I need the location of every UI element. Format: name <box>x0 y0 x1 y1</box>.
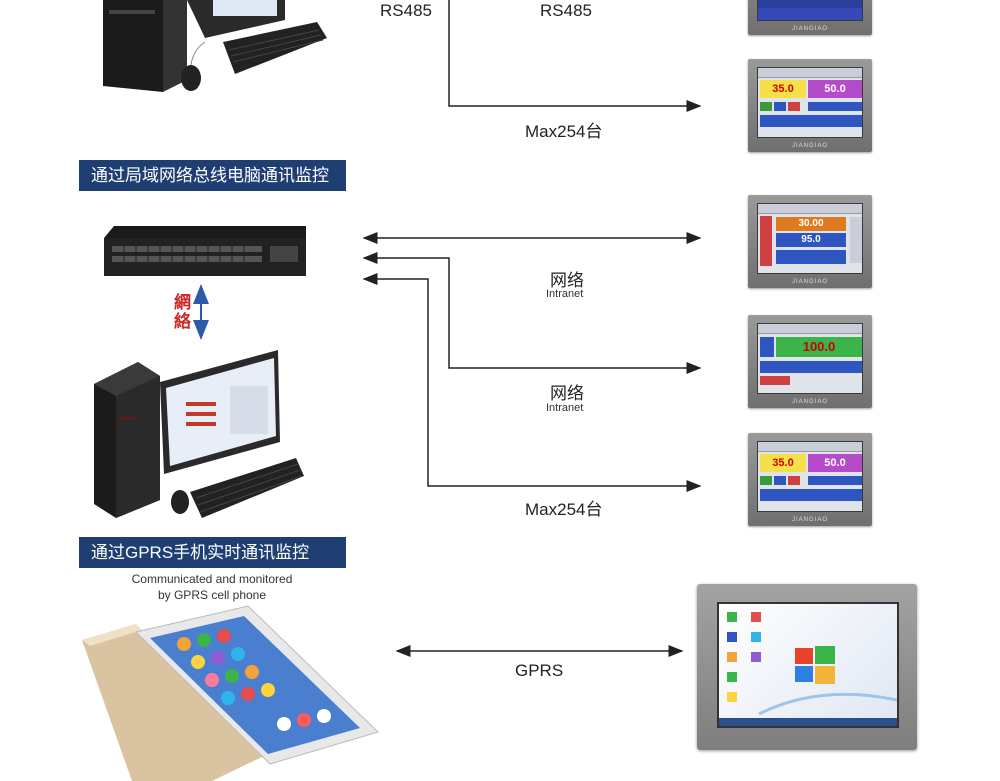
svg-text:lenovo: lenovo <box>120 416 135 422</box>
panel-main-value: 100.0 <box>776 337 862 357</box>
panel-brand: JIANGIAO <box>791 517 828 523</box>
panel-brand: JIANGIAO <box>791 26 828 32</box>
panel-brand: JIANGIAO <box>791 143 828 149</box>
gprs-label: GPRS <box>515 661 564 680</box>
gprs-caption-line2: by GPRS cell phone <box>157 588 267 602</box>
windows-desktop <box>719 612 898 726</box>
panel-brand: JIANGIAO <box>791 399 828 405</box>
desktop-computer-lan: lenovo <box>94 350 304 518</box>
intranet-label-2-cn: 网络 <box>550 384 584 403</box>
gprs-banner: 通过GPRS手机实时通讯监控 <box>79 537 346 568</box>
rs485-right-label: RS485 <box>540 1 592 20</box>
desktop-computer-top <box>103 0 327 92</box>
controller-panel-3: 30.00 95.0 JIANGIAO <box>748 195 872 288</box>
panel-humidity-value: 50.0 <box>808 80 862 98</box>
touch-panel-screen <box>717 602 899 728</box>
panel-temp-value: 35.0 <box>760 80 806 98</box>
mobile-phones <box>82 605 379 781</box>
max254-label-top: Max254台 <box>525 122 603 141</box>
rs485-left-label: RS485 <box>380 1 432 20</box>
rs485-connector <box>448 0 702 112</box>
controller-panel-5: 35.0 50.0 JIANGIAO <box>748 433 872 526</box>
panel-value-2: 95.0 <box>776 233 846 247</box>
gprs-caption-line1: Communicated and monitored <box>131 572 293 586</box>
intranet-arrow-2 <box>362 252 702 374</box>
gprs-caption: Communicated and monitored by GPRS cell … <box>112 571 312 603</box>
windows-logo-icon <box>795 646 835 684</box>
network-vertical-label: 網絡 <box>174 293 191 331</box>
network-switch <box>104 226 306 276</box>
intranet-label-2-en: Intranet <box>546 402 584 414</box>
intranet-label-1-cn: 网络 <box>550 271 584 290</box>
max254-label-lan: Max254台 <box>525 500 603 519</box>
controller-panel-2: 35.0 50.0 JIANGIAO <box>748 59 872 152</box>
lan-banner: 通过局域网络总线电脑通讯监控 <box>79 160 346 191</box>
panel-brand: JIANGIAO <box>791 279 828 285</box>
intranet-label-1-en: Intranet <box>546 288 584 300</box>
touch-panel-large <box>697 584 917 750</box>
max254-arrow <box>362 273 702 492</box>
panel-value-1: 30.00 <box>776 217 846 231</box>
controller-panel-1: JIANGIAO <box>748 0 872 35</box>
panel-humidity-value: 50.0 <box>808 454 862 472</box>
panel-temp-value: 35.0 <box>760 454 806 472</box>
controller-panel-4: 100.0 JIANGIAO <box>748 315 872 408</box>
